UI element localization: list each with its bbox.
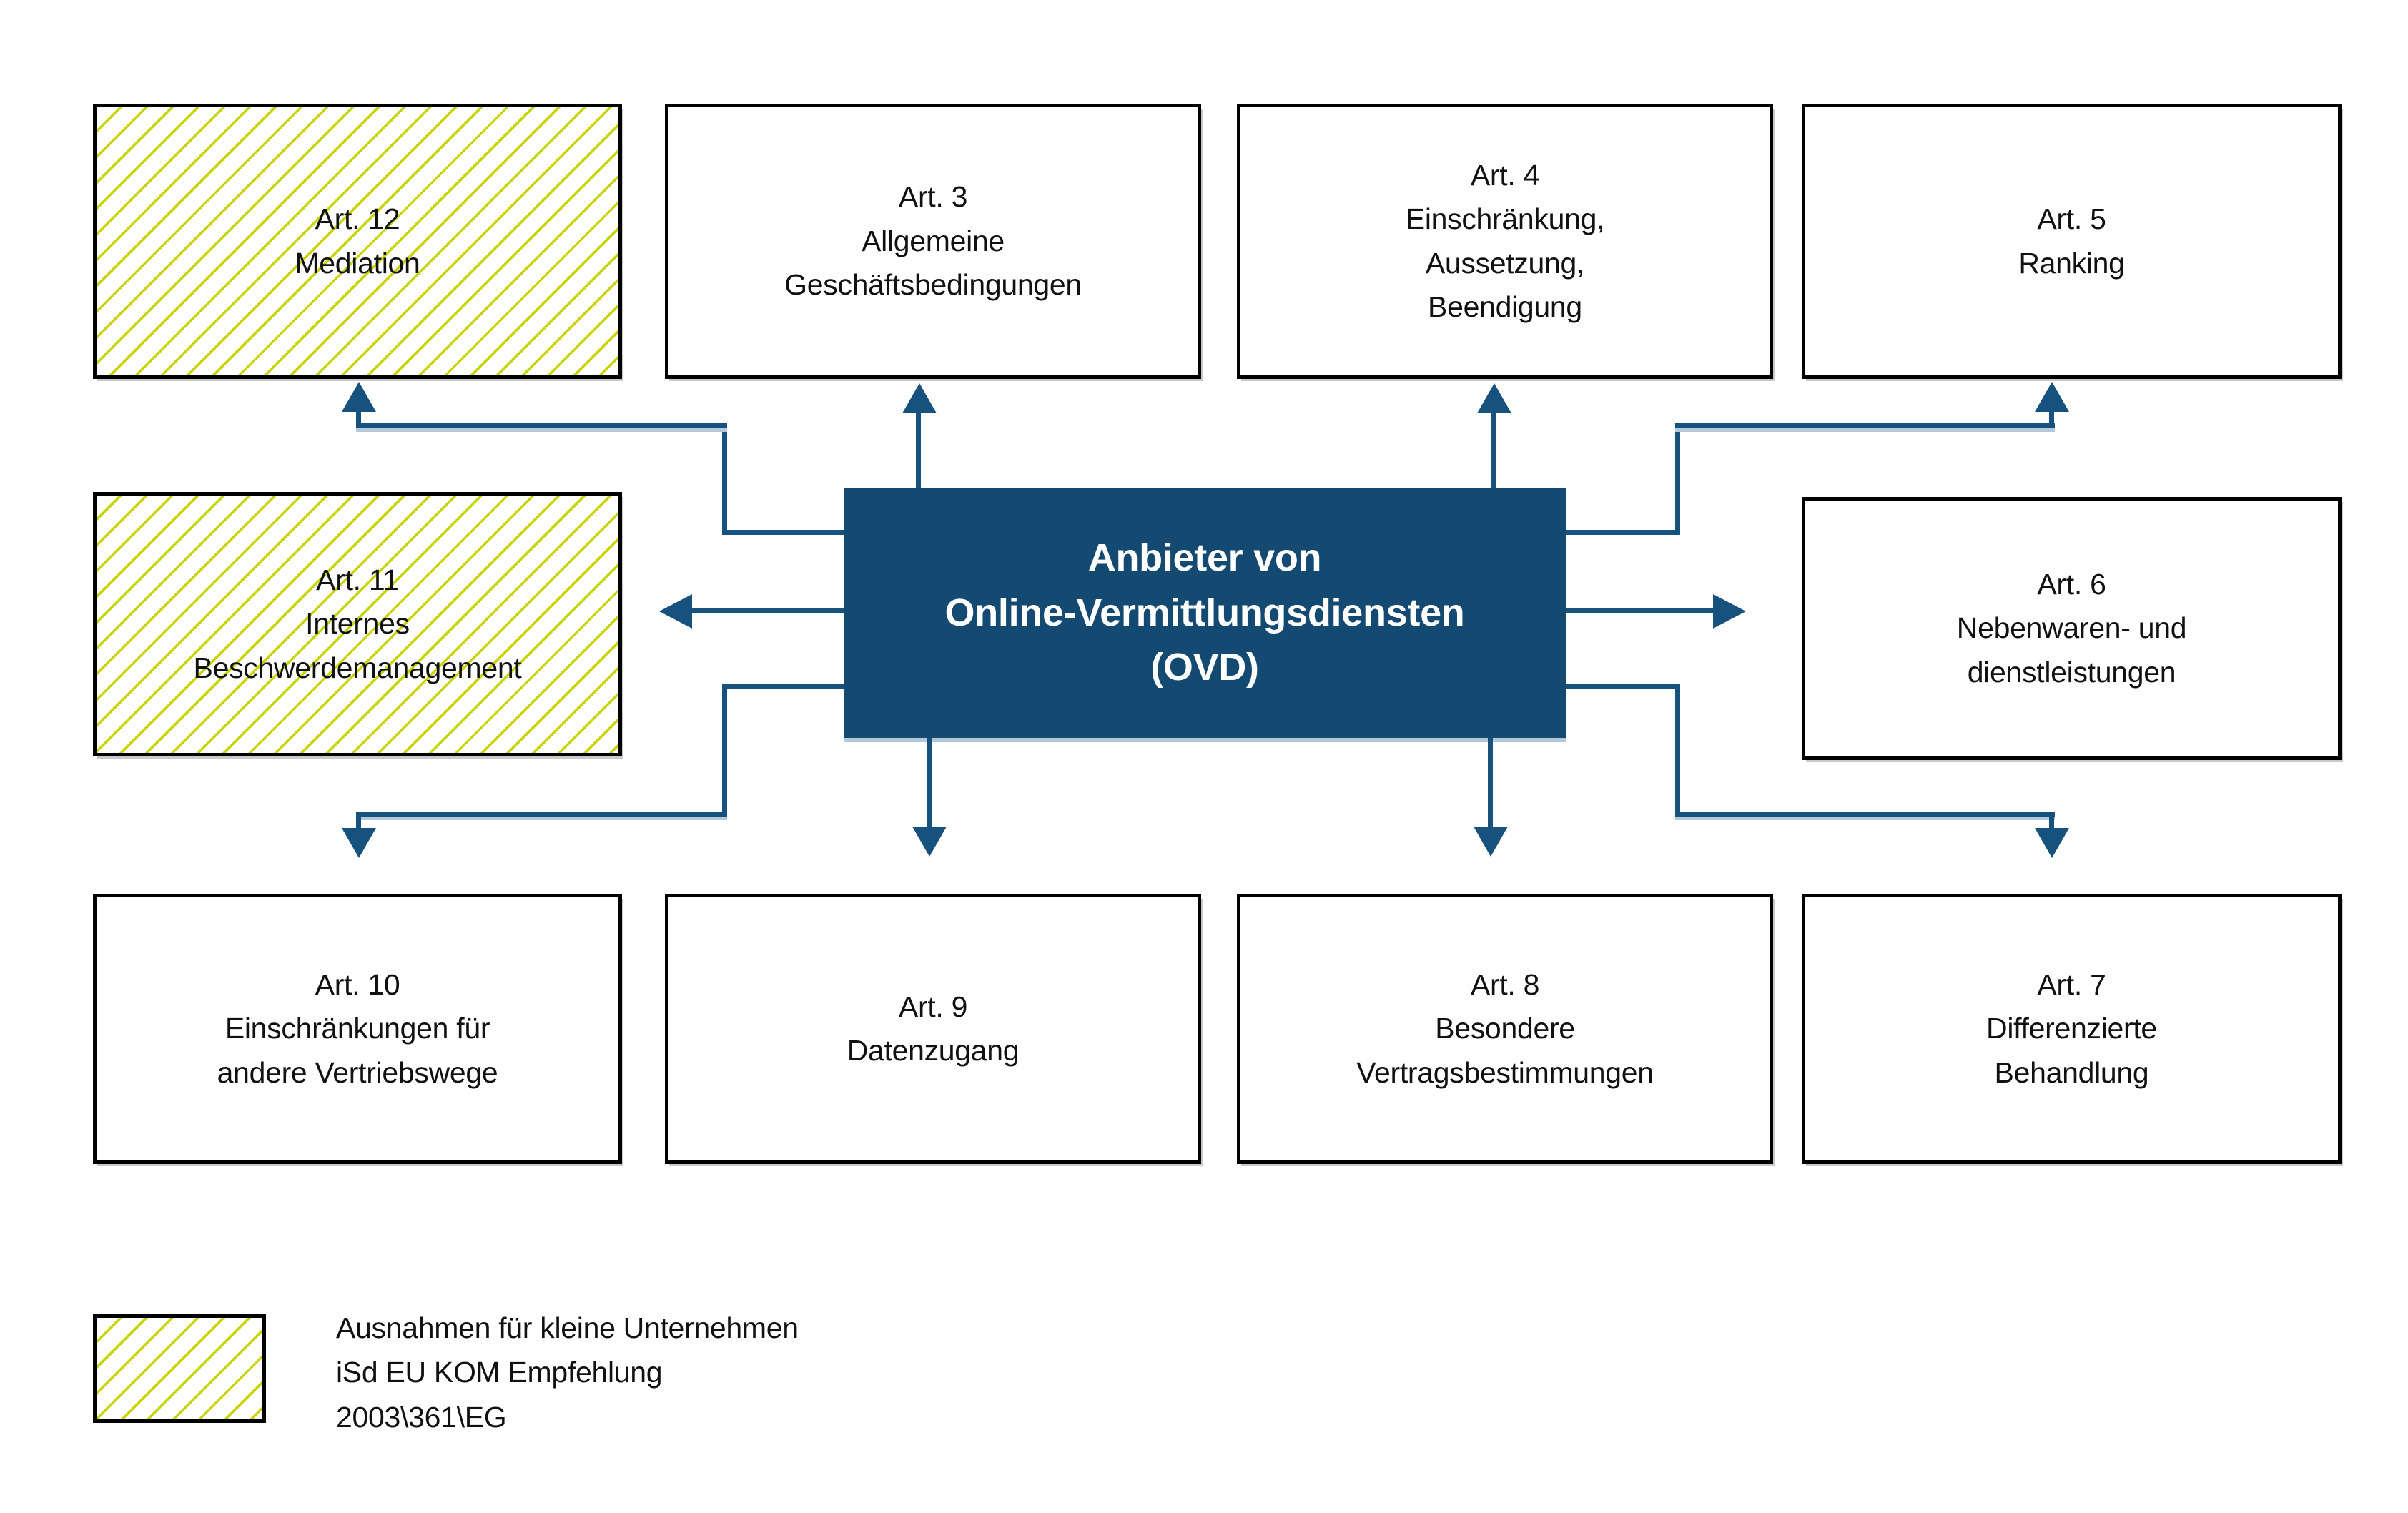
box-art-6-label: Art. 6 Nebenwaren- und dienstleistungen bbox=[1956, 567, 2187, 689]
arrow-ovd-to-art12-run bbox=[356, 423, 727, 428]
box-art-7: Art. 7 Differenzierte Behandlung bbox=[1802, 894, 2342, 1164]
arrow-ovd-to-art9-head-icon bbox=[912, 827, 947, 857]
arrow-ovd-to-art3-shaft bbox=[916, 412, 921, 488]
arrow-ovd-to-art3-head-icon bbox=[902, 383, 937, 413]
box-art-6: Art. 6 Nebenwaren- und dienstleistungen bbox=[1802, 497, 2342, 760]
arrow-ovd-to-art7-riser bbox=[1675, 684, 1680, 817]
arrow-ovd-to-art12-stub bbox=[722, 530, 844, 535]
box-ovd-center-label: Anbieter von Online-Vermittlungsdiensten… bbox=[944, 536, 1465, 689]
arrow-ovd-to-art7-head-icon bbox=[2035, 828, 2069, 858]
box-art-12: Art. 12 Mediation bbox=[93, 104, 622, 379]
arrow-ovd-to-art4-head-icon bbox=[1477, 383, 1511, 413]
arrow-ovd-to-art12-head-icon bbox=[342, 382, 376, 412]
arrow-ovd-to-art5-head-icon bbox=[2035, 382, 2069, 412]
arrow-ovd-to-art10-riser bbox=[722, 684, 727, 817]
box-art-4-label: Art. 4 Einschränkung, Aussetzung, Beendi… bbox=[1405, 158, 1605, 324]
box-art-11-label: Art. 11 Internes Beschwerdemanagement bbox=[193, 563, 522, 684]
arrow-ovd-to-art5-riser bbox=[1675, 423, 1680, 535]
box-ovd-center: Anbieter von Online-Vermittlungsdiensten… bbox=[844, 488, 1566, 738]
box-art-8: Art. 8 Besondere Vertragsbestimmungen bbox=[1237, 894, 1773, 1164]
box-art-9: Art. 9 Datenzugang bbox=[665, 894, 1201, 1164]
arrow-ovd-to-art10-shaft bbox=[356, 815, 361, 829]
arrow-ovd-to-art9-shaft bbox=[927, 738, 932, 828]
arrow-ovd-to-art6-head-icon bbox=[1713, 594, 1746, 629]
box-art-9-label: Art. 9 Datenzugang bbox=[847, 990, 1020, 1068]
box-art-4: Art. 4 Einschränkung, Aussetzung, Beendi… bbox=[1237, 104, 1773, 379]
arrow-ovd-to-art11-shaft bbox=[691, 608, 844, 613]
arrow-ovd-to-art7-shaft bbox=[2049, 815, 2054, 829]
box-art-3-label: Art. 3 Allgemeine Geschäftsbedingungen bbox=[784, 180, 1082, 302]
box-art-3: Art. 3 Allgemeine Geschäftsbedingungen bbox=[665, 104, 1201, 379]
arrow-ovd-to-art12-riser bbox=[722, 423, 727, 535]
arrow-ovd-to-art5-stub bbox=[1566, 530, 1680, 535]
arrow-ovd-to-art5-shaft bbox=[2049, 410, 2054, 428]
arrow-ovd-to-art8-shaft bbox=[1488, 738, 1493, 828]
legend-text: Ausnahmen für kleine Unternehmen iSd EU … bbox=[336, 1311, 799, 1434]
arrow-ovd-to-art10-run bbox=[356, 812, 727, 817]
legend-swatch bbox=[93, 1314, 266, 1423]
arrow-ovd-to-art12-shaft bbox=[356, 410, 361, 428]
arrow-ovd-to-art6-shaft bbox=[1566, 608, 1714, 613]
box-art-11: Art. 11 Internes Beschwerdemanagement bbox=[93, 492, 622, 756]
arrow-ovd-to-art10-stub bbox=[722, 684, 844, 689]
arrow-ovd-to-art7-stub bbox=[1566, 684, 1680, 689]
arrow-ovd-to-art4-shaft bbox=[1491, 412, 1496, 488]
box-art-8-label: Art. 8 Besondere Vertragsbestimmungen bbox=[1356, 967, 1654, 1089]
box-art-10: Art. 10 Einschränkungen für andere Vertr… bbox=[93, 894, 622, 1164]
box-art-10-label: Art. 10 Einschränkungen für andere Vertr… bbox=[217, 967, 498, 1089]
arrow-ovd-to-art8-head-icon bbox=[1474, 827, 1508, 857]
box-art-12-label: Art. 12 Mediation bbox=[295, 202, 420, 280]
box-art-7-label: Art. 7 Differenzierte Behandlung bbox=[1986, 967, 2157, 1089]
box-art-5-label: Art. 5 Ranking bbox=[2018, 202, 2125, 280]
box-art-5: Art. 5 Ranking bbox=[1802, 104, 2342, 379]
arrow-ovd-to-art5-run bbox=[1675, 423, 2055, 428]
arrow-ovd-to-art7-run bbox=[1675, 812, 2055, 817]
arrow-ovd-to-art10-head-icon bbox=[342, 828, 376, 858]
arrow-ovd-to-art11-head-icon bbox=[659, 594, 692, 629]
